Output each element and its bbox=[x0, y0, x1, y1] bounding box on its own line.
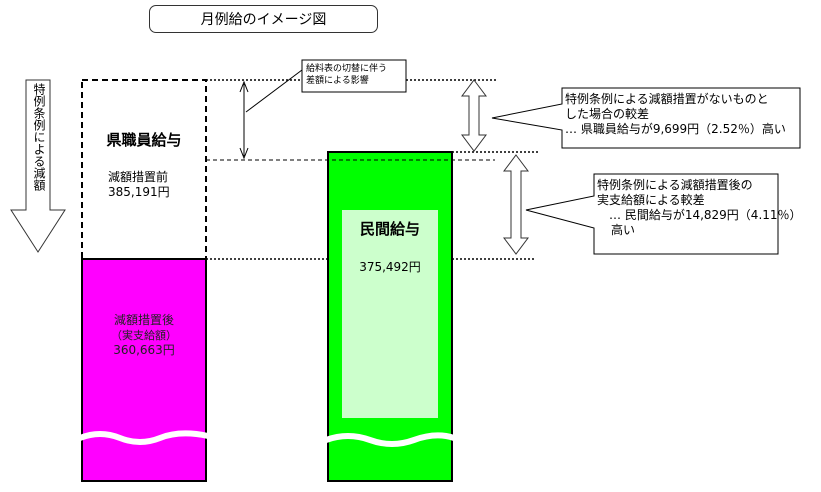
private-heading: 民間給与 bbox=[359, 220, 420, 238]
note-line-1: 給料表の切替に伴う bbox=[306, 64, 388, 74]
break-line-right bbox=[324, 432, 455, 447]
note-callout: 給料表の切替に伴う 差額による影響 bbox=[306, 63, 387, 87]
callout1-shape bbox=[491, 87, 801, 149]
callout2-line-1: 特例条例による減額措置後の bbox=[597, 178, 753, 192]
post-reduction-text: 減額措置後 （実支給額） 360,663円 bbox=[82, 313, 206, 358]
callout1-line-2: した場合の較差 bbox=[565, 107, 650, 121]
post-reduction-label: 減額措置後 bbox=[113, 313, 174, 327]
gap-arrow-lower bbox=[503, 154, 529, 255]
diagram-title: 月例給のイメージ図 bbox=[149, 5, 378, 33]
post-reduction-sub: （実支給額） bbox=[111, 329, 177, 342]
note-line-2: 差額による影響 bbox=[306, 76, 369, 86]
callout2-shape bbox=[525, 173, 779, 255]
pre-reduction-value: 385,191円 bbox=[108, 185, 170, 199]
callout1-line-3: … 県職員給与が9,699円（2.52％）高い bbox=[565, 122, 786, 136]
note-callout-box bbox=[301, 59, 407, 93]
post-reduction-value: 360,663円 bbox=[113, 343, 175, 357]
callout2-text: 特例条例による減額措置後の 実支給額による較差 … 民間給与が14,829円（4… bbox=[597, 178, 802, 238]
callout2-line-4: 高い bbox=[611, 223, 636, 237]
gap-arrow-upper bbox=[461, 79, 487, 152]
callout2-line-2: 実支給額による較差 bbox=[597, 193, 705, 207]
private-value: 375,492円 bbox=[359, 260, 421, 274]
side-label-text: 特例条例による減額 bbox=[32, 83, 46, 191]
prefectural-salary-bar bbox=[81, 258, 207, 482]
prefectural-heading: 県職員給与 bbox=[106, 131, 182, 149]
pre-reduction-label: 減額措置前 bbox=[108, 170, 169, 184]
callout1-text: 特例条例による減額措置がないものと した場合の較差 … 県職員給与が9,699円… bbox=[565, 92, 786, 137]
diagram-title-text: 月例給のイメージ図 bbox=[200, 12, 327, 28]
note-pointer bbox=[245, 69, 303, 113]
note-arrow-head-bottom bbox=[239, 147, 249, 160]
note-arrow-head-top bbox=[239, 80, 249, 93]
callout1-line-1: 特例条例による減額措置がないものと bbox=[565, 92, 769, 106]
callout2-line-3: … 民間給与が14,829円（4.11％） bbox=[609, 208, 802, 222]
side-label: 特例条例による減額 bbox=[29, 83, 47, 208]
break-line-left bbox=[78, 430, 209, 445]
private-salary-inner bbox=[342, 210, 438, 418]
reduction-arrow bbox=[10, 79, 66, 253]
